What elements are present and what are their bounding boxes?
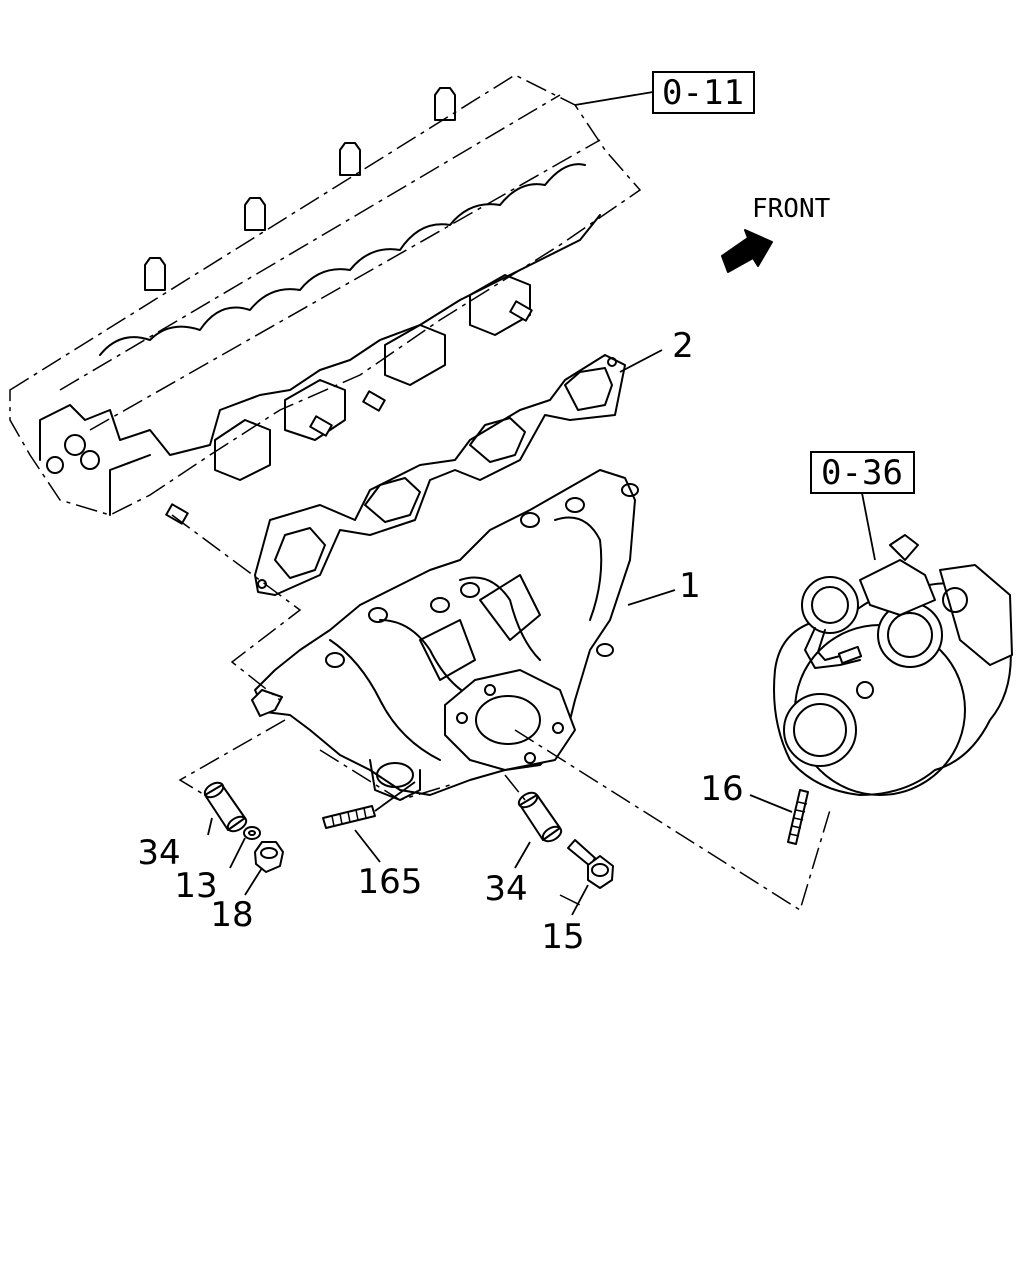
callout-13: 13 — [174, 866, 217, 906]
bolt — [567, 839, 614, 889]
spacer-right — [517, 791, 563, 843]
spacer-left — [203, 781, 248, 833]
callout-2: 2 — [672, 326, 694, 366]
manifold-gasket — [254, 354, 626, 596]
cylinder-head — [9, 74, 642, 525]
assembly-lines — [171, 514, 831, 912]
callout-165: 165 — [358, 862, 423, 902]
turbocharger — [773, 534, 1013, 796]
exhaust-manifold — [251, 469, 639, 801]
nut — [254, 841, 284, 873]
callout-15: 15 — [541, 917, 584, 957]
turbocharger-ref-label: 0-36 — [821, 453, 903, 493]
washer — [243, 826, 261, 840]
turbo-stud — [787, 789, 809, 845]
callout-16: 16 — [700, 769, 743, 809]
head-stud — [165, 503, 189, 525]
cylinder-head-ref-label: 0-11 — [662, 73, 744, 113]
callout-1: 1 — [679, 566, 701, 606]
turbocharger-ref[interactable]: 0-36 — [810, 451, 915, 494]
front-direction-label: FRONT — [752, 194, 831, 224]
callout-34-left: 34 — [137, 833, 180, 873]
cylinder-head-ref[interactable]: 0-11 — [652, 71, 755, 114]
callout-34-right: 34 — [484, 869, 527, 909]
head-stud — [362, 390, 386, 412]
head-stud — [309, 415, 333, 437]
head-stud — [509, 300, 533, 322]
front-arrow-icon — [721, 229, 773, 273]
callout-18: 18 — [210, 895, 253, 935]
